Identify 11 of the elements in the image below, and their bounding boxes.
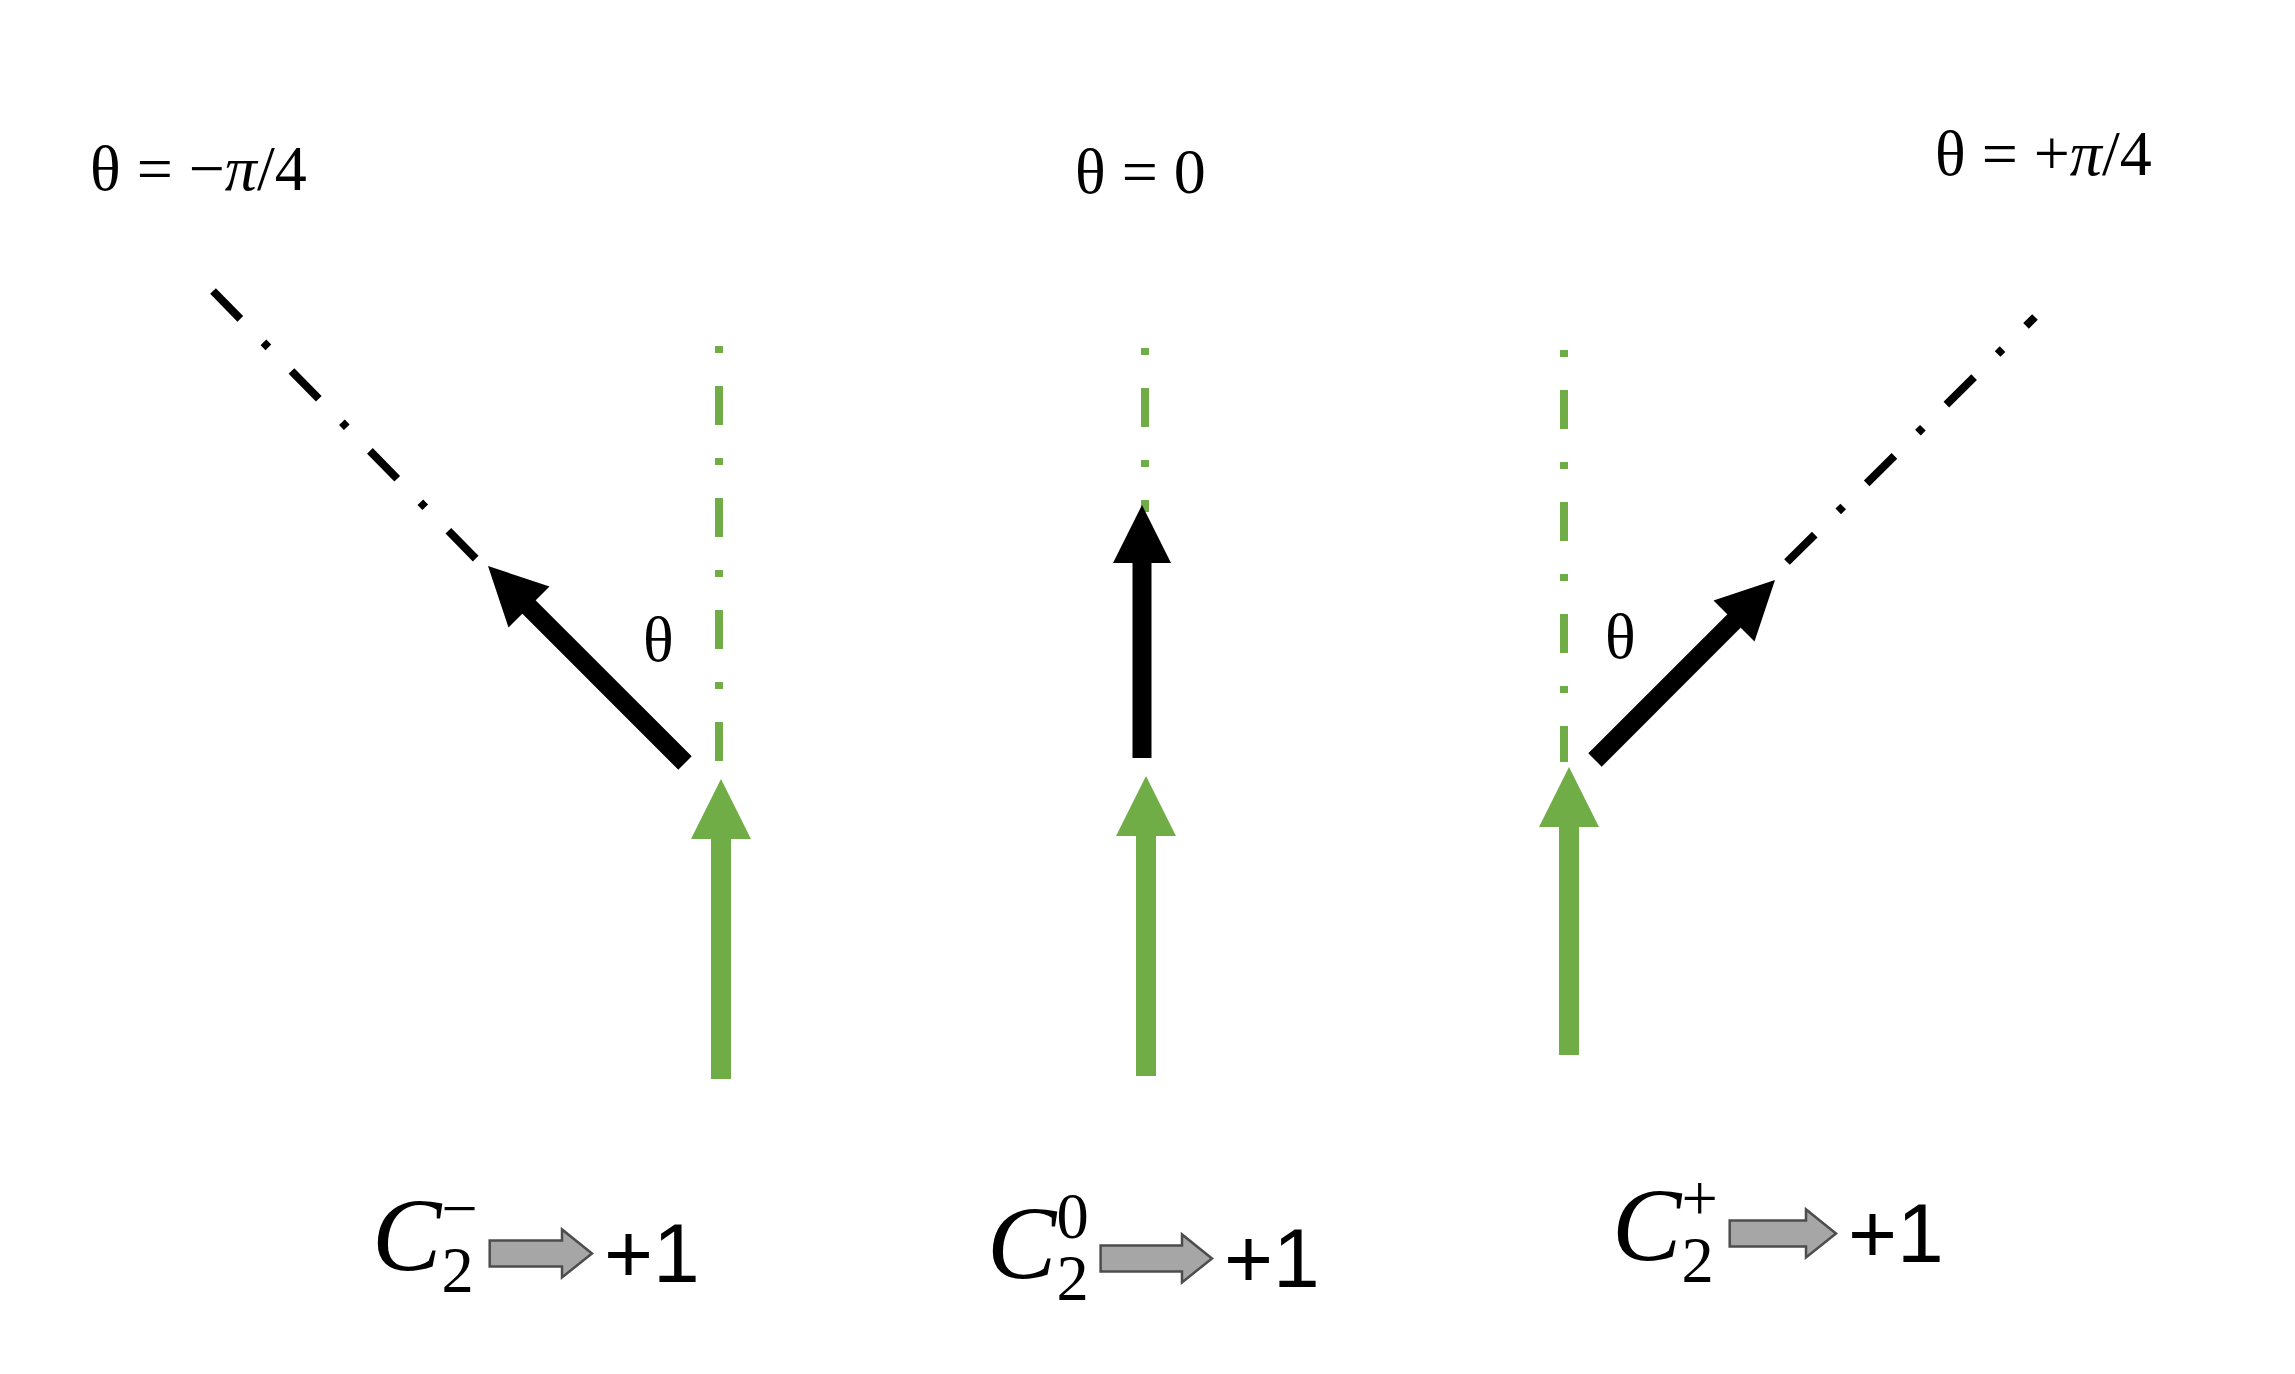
angle-equation: θ = +π/4 <box>1935 117 2152 191</box>
value-label: +1 <box>592 1203 712 1304</box>
value-label: +1 <box>1836 1183 1956 1284</box>
block-arrow <box>488 1226 594 1280</box>
value-label: +1 <box>1212 1208 1332 1309</box>
angle-equation: θ = 0 <box>1075 135 1206 209</box>
block-arrow <box>1728 1206 1838 1260</box>
angle-label: θ <box>1605 600 1636 674</box>
angle-equation: θ = −π/4 <box>90 132 307 206</box>
block-arrow <box>1099 1231 1214 1285</box>
angle-label: θ <box>643 603 674 677</box>
